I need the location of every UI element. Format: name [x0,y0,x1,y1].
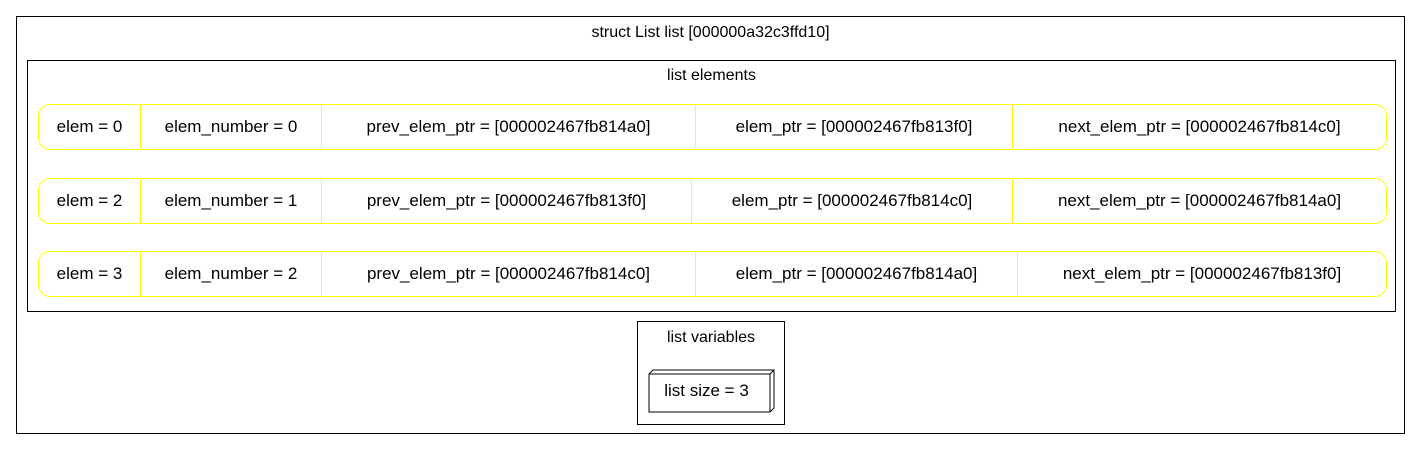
record-field-prev-ptr: prev_elem_ptr = [000002467fb814a0] [321,105,695,149]
record-field-elem-ptr: elem_ptr = [000002467fb814c0] [691,179,1012,223]
element-record-2: elem = 3 elem_number = 2 prev_elem_ptr =… [38,251,1387,297]
struct-title: struct List list [000000a32c3ffd10] [591,24,830,41]
record-field-next-ptr: next_elem_ptr = [000002467fb814a0] [1012,179,1386,223]
list-elements-title: list elements [667,67,756,84]
record-field-elem: elem = 0 [56,117,123,136]
record-field-elem-number: elem_number = 0 [140,105,321,149]
element-record-1: elem = 2 elem_number = 1 prev_elem_ptr =… [38,178,1387,224]
record-field-prev-ptr: prev_elem_ptr = [000002467fb814c0] [321,252,695,296]
record-field-elem-ptr: elem_ptr = [000002467fb814a0] [695,252,1017,296]
struct-cluster: struct List list [000000a32c3ffd10] list… [16,16,1405,434]
record-field-prev-ptr: prev_elem_ptr = [000002467fb813f0] [321,179,691,223]
element-record-0: elem = 0 elem_number = 0 prev_elem_ptr =… [38,104,1387,150]
record-field-elem: elem = 2 [56,191,123,210]
record-field-elem-number: elem_number = 1 [140,179,321,223]
record-field-elem-ptr: elem_ptr = [000002467fb813f0] [695,105,1012,149]
box3d-node [648,369,775,413]
list-variables-title: list variables [666,329,756,346]
list-elements-cluster: list elements elem = 0 elem_number = 0 p… [27,60,1396,312]
list-size-label: list size = 3 [664,381,749,400]
record-field-elem-number: elem_number = 2 [140,252,321,296]
record-field-next-ptr: next_elem_ptr = [000002467fb814c0] [1012,105,1386,149]
record-field-next-ptr: next_elem_ptr = [000002467fb813f0] [1017,252,1386,296]
list-variables-cluster: list variables list size = 3 [637,321,785,425]
record-field-elem: elem = 3 [56,264,123,283]
